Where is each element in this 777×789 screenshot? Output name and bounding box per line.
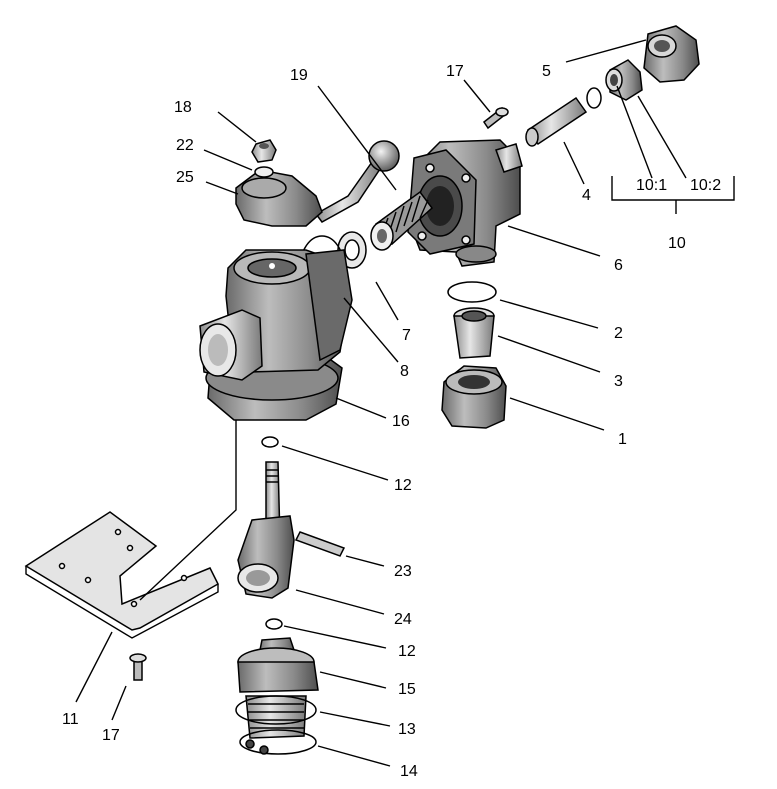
label-10-1: 10:1 [636, 177, 667, 194]
label-10: 10 [668, 235, 686, 252]
part-12-oring-upper [261, 436, 279, 448]
label-5: 5 [542, 63, 551, 80]
part-15-bottom-cap [237, 637, 319, 739]
label-12-lower: 12 [398, 643, 416, 660]
part-1-nut [441, 365, 507, 429]
label-8: 8 [400, 363, 409, 380]
label-22: 22 [176, 137, 194, 154]
label-11: 11 [62, 711, 79, 728]
label-18: 18 [174, 99, 192, 116]
label-23: 23 [394, 563, 412, 580]
label-6: 6 [614, 257, 623, 274]
part-2-oring [447, 281, 497, 303]
part-6-elbow-body [407, 139, 523, 267]
part-22-washer [254, 166, 274, 178]
part-17-screw-top [482, 106, 509, 130]
label-16: 16 [392, 413, 410, 430]
label-13: 13 [398, 721, 416, 738]
label-19: 19 [290, 67, 308, 84]
label-2: 2 [614, 325, 623, 342]
label-25: 25 [176, 169, 194, 186]
part-10-bracket [611, 176, 735, 214]
part-18-nut [251, 139, 277, 163]
part-10-1-oring [586, 87, 602, 109]
label-24: 24 [394, 611, 412, 628]
label-1: 1 [618, 431, 627, 448]
part-25-handle [235, 140, 400, 227]
part-24-valve-stem [237, 515, 295, 599]
part-4-pin [525, 96, 588, 147]
label-15: 15 [398, 681, 416, 698]
part-17-screw-bottom [129, 653, 147, 681]
label-17-bottom: 17 [102, 727, 120, 744]
part-13-oring [235, 695, 317, 725]
part-16-valve-body [199, 249, 353, 421]
label-17-top: 17 [446, 63, 464, 80]
label-3: 3 [614, 373, 623, 390]
part-11-plate [24, 511, 219, 639]
part-14-clip [239, 729, 317, 755]
part-10-2-fitting [605, 59, 643, 101]
label-7: 7 [402, 327, 411, 344]
part-12-oring-lower [265, 618, 283, 630]
part-19-spring [370, 190, 434, 251]
leader-lines [75, 39, 687, 767]
part-5-hex-nut [643, 25, 700, 83]
label-4: 4 [582, 187, 591, 204]
part-23-pin [294, 531, 346, 557]
part-3-tube [453, 307, 495, 359]
label-10-2: 10:2 [690, 177, 721, 194]
label-12-upper: 12 [394, 477, 412, 494]
label-14: 14 [400, 763, 418, 780]
